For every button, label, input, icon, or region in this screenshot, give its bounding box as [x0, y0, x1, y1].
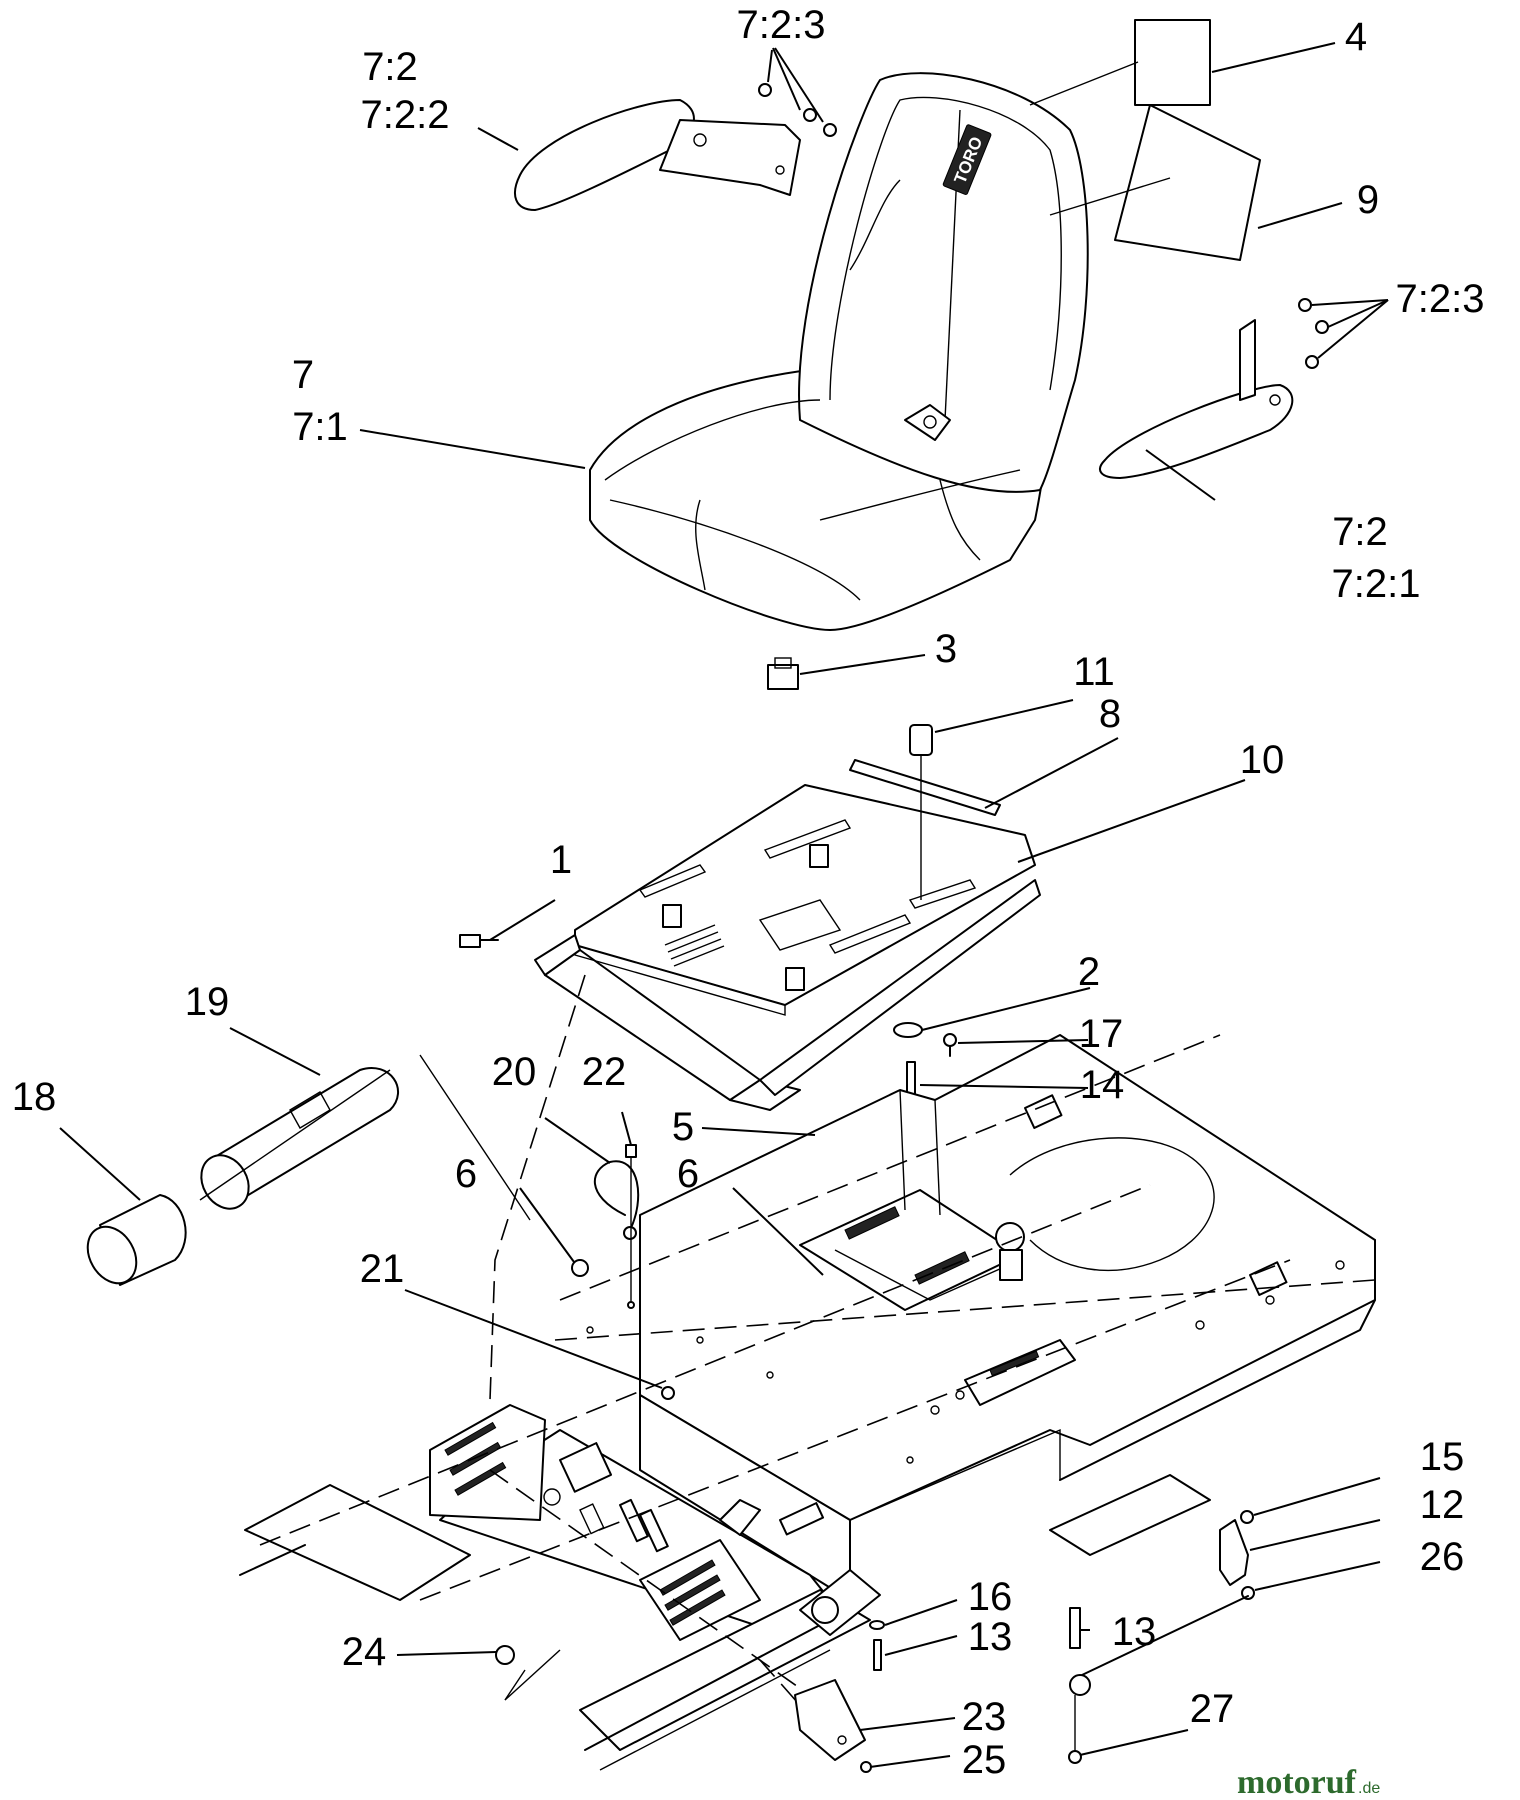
- washer-2: [893, 1022, 923, 1038]
- guard-23: [794, 1679, 866, 1761]
- callout-6-a: 6: [455, 1152, 477, 1196]
- seat-switch: [767, 657, 799, 690]
- washer-26: [1241, 1586, 1255, 1600]
- callout-7-2-3-b: 7:2:3: [1396, 277, 1485, 321]
- callout-5: 5: [672, 1105, 694, 1149]
- callout-19: 19: [185, 980, 230, 1024]
- right-armrest: [1099, 319, 1294, 479]
- callout-3: 3: [935, 627, 957, 671]
- seat: TORO: [589, 72, 1089, 631]
- nut-6-left: [571, 1259, 589, 1277]
- callout-13-b: 13: [1112, 1610, 1157, 1654]
- callout-24: 24: [342, 1630, 387, 1674]
- manual-tube: [200, 1067, 400, 1210]
- screw-17: [943, 1033, 957, 1057]
- callout-17: 17: [1079, 1012, 1124, 1056]
- callout-6-b: 6: [677, 1152, 699, 1196]
- callout-23: 23: [962, 1695, 1007, 1739]
- callout-7-1: 7:1: [292, 405, 348, 449]
- chassis-frame: [239, 1034, 1376, 1771]
- nut-21: [661, 1386, 675, 1400]
- bolt-1: [459, 934, 499, 948]
- callout-14: 14: [1080, 1063, 1125, 1107]
- nut-25: [860, 1761, 872, 1773]
- callout-10: 10: [1240, 738, 1285, 782]
- callout-26: 26: [1420, 1535, 1465, 1579]
- callout-27: 27: [1190, 1687, 1235, 1731]
- callout-9: 9: [1357, 178, 1379, 222]
- callout-labels: 7:2 7:2:2 7:2:3 4 9 7:2:3 7 7:1 7:2 7:2:…: [12, 3, 1485, 1782]
- adjuster-strip: [849, 759, 1001, 816]
- callout-25: 25: [962, 1738, 1007, 1782]
- callout-12: 12: [1420, 1483, 1465, 1527]
- screws-armrest-left: [758, 83, 837, 137]
- callout-11: 11: [1073, 650, 1115, 694]
- rear-bracket-12: [1219, 1519, 1249, 1586]
- callout-8: 8: [1099, 692, 1121, 736]
- screw-22: [625, 1144, 637, 1309]
- callout-20: 20: [492, 1050, 537, 1094]
- callout-7: 7: [292, 353, 314, 397]
- callout-16: 16: [968, 1575, 1013, 1619]
- watermark-suffix: .de: [1358, 1780, 1380, 1797]
- callout-7-2-1: 7:2:1: [1332, 562, 1421, 606]
- callout-1: 1: [550, 838, 572, 882]
- callout-2: 2: [1078, 950, 1100, 994]
- decal-9: [1114, 104, 1261, 261]
- callout-15: 15: [1420, 1435, 1465, 1479]
- seat-plate: [534, 784, 1041, 1111]
- screws-armrest-right: [1298, 298, 1329, 369]
- callout-7-2-a: 7:2: [362, 45, 418, 89]
- left-armrest: [514, 99, 801, 211]
- watermark: motoruf .de: [1237, 1764, 1380, 1800]
- spacer: [909, 724, 933, 756]
- callout-13-a: 13: [968, 1615, 1013, 1659]
- grommet-24: [495, 1645, 515, 1665]
- nut-27: [1068, 1750, 1082, 1764]
- manual-cap: [86, 1194, 187, 1286]
- watermark-main: motoruf: [1237, 1764, 1357, 1800]
- nut-15: [1240, 1510, 1254, 1524]
- hidden-lines: [259, 974, 1376, 1746]
- callout-7-2-b: 7:2: [1332, 510, 1388, 554]
- decal-4: [1134, 19, 1211, 106]
- callout-18: 18: [12, 1075, 57, 1119]
- callout-21: 21: [360, 1247, 405, 1291]
- leader-lines: [59, 42, 1389, 1768]
- bolt-13-left: [869, 1620, 885, 1671]
- callout-7-2-3-a: 7:2:3: [737, 3, 826, 47]
- callout-22: 22: [582, 1050, 627, 1094]
- callout-4: 4: [1345, 15, 1367, 59]
- bolt-13-right: [1069, 1595, 1249, 1755]
- callout-7-2-2: 7:2:2: [361, 93, 450, 137]
